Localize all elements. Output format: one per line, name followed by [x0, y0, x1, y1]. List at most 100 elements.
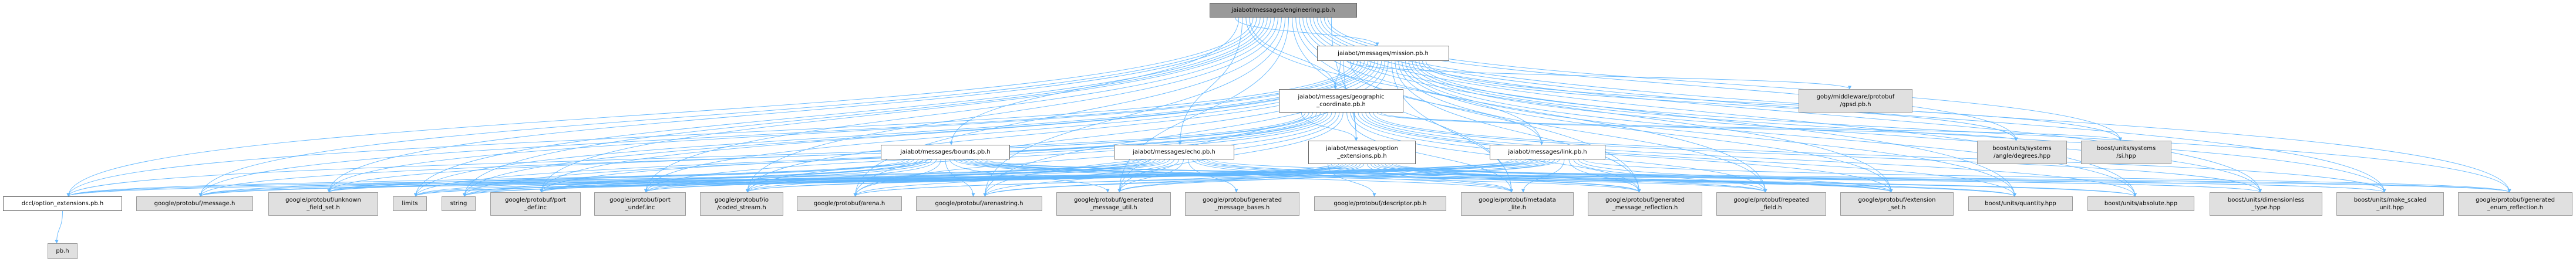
edge-mission-to-dimensionless [1412, 60, 2262, 193]
edge-engineering-to-port_def [539, 17, 1271, 193]
edge-bounds-to-quantity [972, 159, 2016, 197]
edge-bounds-to-unknown [327, 159, 914, 193]
edge-bounds-to-gen_util [949, 159, 1110, 193]
edge-echo-to-gen_reflection [1197, 159, 1641, 193]
node-si[interactable]: boost/units/systems /si.hpp [2081, 141, 2171, 164]
edge-geographic-to-limits [413, 112, 1317, 197]
node-extension-set[interactable]: google/protobuf/extension _set.h [1840, 192, 1954, 216]
node-engineering[interactable]: jaiabot/messages/engineering.pb.h [1210, 3, 1357, 18]
edge-mission-to-si [1425, 60, 2123, 141]
edge-engineering-to-string [462, 17, 1268, 197]
edge-mission-to-repeated [1398, 60, 1767, 193]
edge-echo-to-port_def [540, 159, 1161, 193]
edge-echo-to-gen_enum [1211, 159, 2511, 193]
edge-engineering-to-bounds [949, 17, 1240, 145]
edge-engineering-to-limits [413, 17, 1264, 197]
edge-echo-to-extension_set [1206, 159, 1893, 193]
node-gen-reflection[interactable]: google/protobuf/generated _message_refle… [1588, 192, 1702, 216]
edge-geographic-to-dccl_opt [66, 112, 1306, 197]
edge-engineering-to-gen_reflection [1295, 17, 1641, 193]
node-geographic[interactable]: jaiabot/messages/geographic _coordinate.… [1279, 89, 1403, 113]
node-limits[interactable]: limits [393, 196, 427, 211]
edge-link-to-port_def [540, 159, 1536, 193]
edge-geographic-to-quantity [1362, 112, 2017, 197]
edge-engineering-to-arenastring [983, 17, 1285, 197]
edge-engineering-to-link [1245, 17, 1544, 145]
node-string[interactable]: string [442, 196, 476, 211]
node-descriptor[interactable]: google/protobuf/descriptor.pb.h [1314, 196, 1446, 211]
edge-engineering-to-message [198, 17, 1257, 197]
node-quantity[interactable]: boost/units/quantity.hpp [1968, 196, 2073, 211]
edge-echo-to-repeated [1201, 159, 1767, 193]
edge-echo-to-metadata [1192, 159, 1514, 193]
node-metadata[interactable]: google/protobuf/metadata _lite.h [1461, 192, 1574, 216]
edge-option_ext-to-descriptor [1328, 164, 1376, 197]
edge-bounds-to-dccl_opt [66, 159, 905, 197]
edge-geographic-to-unknown [327, 112, 1314, 193]
node-gen-util[interactable]: google/protobuf/generated _message_util.… [1056, 192, 1171, 216]
edge-mission-to-dccl_opt [66, 60, 1355, 197]
edge-geographic-to-si [1380, 112, 2122, 141]
edge-engineering-to-echo [1178, 17, 1243, 145]
node-gen-bases[interactable]: google/protobuf/generated _message_bases… [1185, 192, 1299, 216]
edge-echo-to-dccl_opt [66, 159, 1137, 197]
edge-engineering-to-degrees [1324, 17, 2018, 141]
node-make-scaled[interactable]: boost/units/make_scaled _unit.hpp [2336, 192, 2444, 216]
edge-mission-to-absolute [1408, 60, 2137, 197]
edge-geographic-to-dimensionless [1369, 112, 2262, 193]
edge-geographic-to-option_ext [1301, 112, 1358, 141]
edge-bounds-to-arenastring [945, 159, 975, 197]
edge-engineering-to-geographic [1249, 17, 1338, 90]
node-degrees[interactable]: boost/units/systems /angle/degrees.hpp [1977, 141, 2067, 164]
edge-link-to-message [198, 159, 1517, 197]
edge-link-to-arena [853, 159, 1551, 197]
edge-echo-to-limits [414, 159, 1151, 197]
node-gpsd[interactable]: goby/middleware/protobuf /gpsd.pb.h [1799, 89, 1912, 113]
edge-echo-to-unknown [327, 159, 1147, 193]
node-bounds[interactable]: jaiabot/messages/bounds.pb.h [881, 145, 1010, 159]
edge-bounds-to-make_scaled [985, 159, 2386, 193]
edge-link-to-unknown [327, 159, 1522, 193]
node-option-ext[interactable]: jaiabot/messages/option _extensions.pb.h [1308, 141, 1416, 164]
edge-geographic-to-extension_set [1358, 112, 1893, 193]
node-dimensionless[interactable]: boost/units/dimensionless _type.hpp [2210, 192, 2322, 216]
edge-bounds-to-dimensionless [981, 159, 2262, 193]
edge-link-to-dccl_opt [66, 159, 1513, 197]
edge-mission-to-gpsd [1346, 60, 1851, 90]
edge-mission-to-gen_reflection [1395, 60, 1641, 193]
edge-geographic-to-degrees [1376, 112, 2018, 141]
edge-mission-to-quantity [1405, 60, 2017, 197]
edge-echo-to-arena [853, 159, 1174, 197]
node-port-undef[interactable]: google/protobuf/port _undef.inc [594, 192, 686, 216]
edge-echo-to-port_undef [644, 159, 1166, 193]
node-gen-enum[interactable]: google/protobuf/generated _enum_reflecti… [2458, 192, 2572, 216]
node-repeated[interactable]: google/protobuf/repeated _field.h [1716, 192, 1826, 216]
node-link[interactable]: jaiabot/messages/link.pb.h [1490, 145, 1605, 159]
edge-link-to-port_undef [644, 159, 1541, 193]
edge-echo-to-coded_stream [745, 159, 1170, 193]
edge-link-to-gen_enum [1582, 159, 2511, 193]
node-echo[interactable]: jaiabot/messages/echo.pb.h [1114, 145, 1234, 159]
node-pb-h[interactable]: pb.h [48, 243, 78, 259]
node-unknown[interactable]: google/protobuf/unknown _field_set.h [268, 192, 378, 216]
node-coded-stream[interactable]: google/protobuf/io /coded_stream.h [700, 192, 783, 216]
edge-echo-to-gen_util [1117, 159, 1184, 193]
node-absolute[interactable]: boost/units/absolute.hpp [2087, 196, 2194, 211]
node-arena[interactable]: google/protobuf/arena.h [797, 196, 902, 211]
node-mission[interactable]: jaiabot/messages/mission.pb.h [1317, 46, 1449, 61]
node-port-def[interactable]: google/protobuf/port _def.inc [490, 192, 581, 216]
edge-link-to-gen_util [1117, 159, 1560, 193]
edge-dccl_opt-to-pb_h [55, 210, 63, 244]
edge-bounds-to-metadata [954, 159, 1513, 193]
node-message[interactable]: google/protobuf/message.h [136, 196, 253, 211]
edge-link-to-coded_stream [746, 159, 1545, 193]
edge-mission-to-degrees [1422, 60, 2018, 141]
edge-engineering-to-port_undef [644, 17, 1275, 193]
edge-echo-to-arenastring [983, 159, 1179, 197]
node-dccl-opt[interactable]: dccl/option_extensions.pb.h [3, 196, 122, 211]
edge-engineering-to-dccl_opt [66, 17, 1254, 197]
node-arenastring[interactable]: google/protobuf/arenastring.h [916, 196, 1042, 211]
edge-bounds-to-gen_reflection [958, 159, 1641, 193]
edge-engineering-to-si [1327, 17, 2123, 141]
